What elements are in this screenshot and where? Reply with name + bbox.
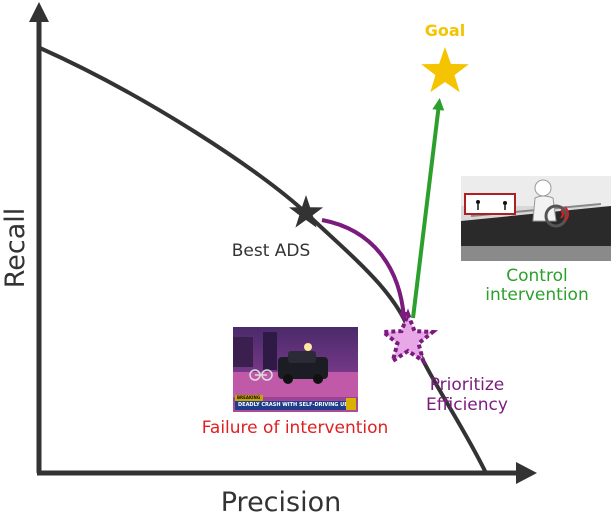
x-axis-label: Precision <box>221 487 341 517</box>
star-icon <box>288 195 324 228</box>
y-axis-label: Recall <box>0 208 31 289</box>
control-label-line1: Control <box>506 266 567 286</box>
star-icon <box>421 47 469 93</box>
control-intervention-photo <box>461 176 611 261</box>
best-ads-label: Best ADS <box>232 241 311 261</box>
control-arrow <box>411 98 445 319</box>
x-axis-arrowhead <box>516 462 537 484</box>
news-tag: BREAKING <box>235 395 263 401</box>
control-label-line2: intervention <box>485 285 588 305</box>
y-axis-arrowhead <box>29 2 49 22</box>
dashed-star-icon <box>377 308 439 366</box>
goal-label: Goal <box>425 21 465 40</box>
prioritize-label-line1: Prioritize <box>430 375 505 395</box>
news-caption: DEADLY CRASH WITH SELF-DRIVING UBER <box>235 401 346 410</box>
driver-car-image <box>461 176 611 261</box>
axes <box>29 2 537 484</box>
failure-label: Failure of intervention <box>202 418 389 438</box>
crash-news-photo: BREAKING DEADLY CRASH WITH SELF-DRIVING … <box>233 327 358 412</box>
prioritize-label-line2: Efficiency <box>426 395 508 415</box>
news-logo <box>346 398 356 410</box>
pr-curve <box>38 46 488 475</box>
shift-arrow <box>321 218 409 322</box>
